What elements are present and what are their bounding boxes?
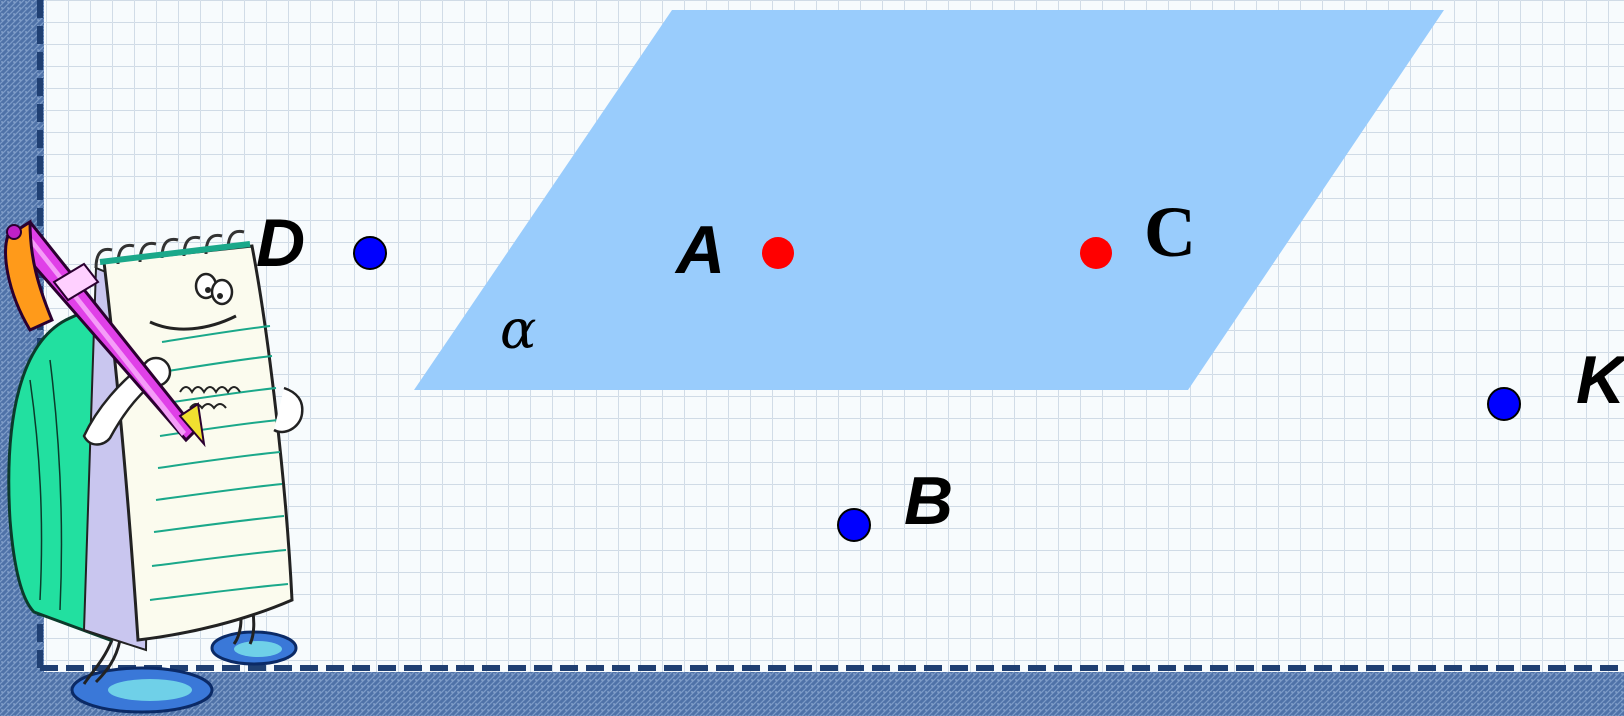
- point-B-label: B: [904, 463, 953, 539]
- point-A-marker: [762, 237, 794, 269]
- notebook-mascot: [4, 219, 304, 714]
- point-C-label: C: [1144, 192, 1196, 272]
- point-D-label: D: [256, 205, 305, 281]
- point-B: B: [837, 463, 953, 542]
- point-K-label: K: [1576, 342, 1624, 418]
- point-K: K: [1487, 342, 1624, 421]
- mascot-page: [102, 244, 294, 642]
- point-C-marker: [1080, 237, 1112, 269]
- point-A: A: [674, 212, 794, 288]
- plane-label: α: [500, 298, 536, 361]
- point-B-marker: [837, 508, 871, 542]
- mascot-pen: [4, 219, 206, 448]
- point-D-marker: [353, 236, 387, 270]
- plane-alpha: [414, 10, 1444, 390]
- point-C: C: [1080, 192, 1196, 272]
- point-A-label: A: [674, 212, 725, 288]
- point-D: D: [256, 205, 387, 281]
- point-K-marker: [1487, 387, 1521, 421]
